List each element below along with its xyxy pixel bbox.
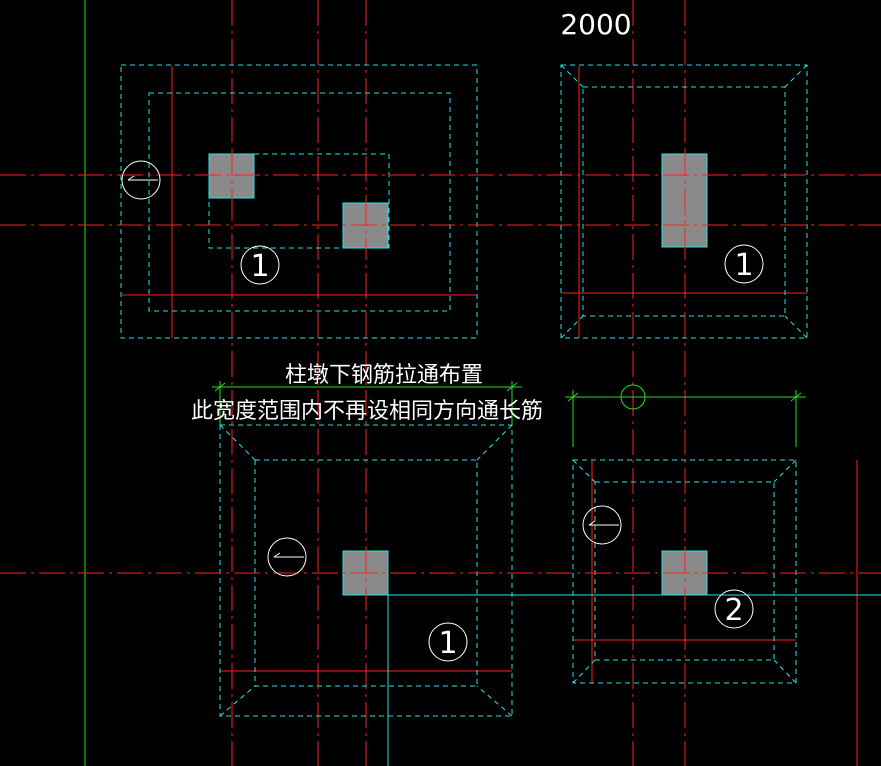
pit-label-circle [714, 589, 754, 629]
pit-c-outer-outline [219, 424, 513, 717]
axis-marker-icon [620, 384, 646, 410]
pit-label-circle [428, 622, 468, 662]
pit-a[interactable] [120, 64, 478, 339]
section-arrow-icon[interactable] [121, 160, 161, 200]
column-axis-overlay [0, 150, 881, 598]
pit-label-circle [240, 245, 280, 285]
section-symbols [121, 160, 622, 577]
pit-label-b: 1 [734, 248, 753, 283]
dimension-text-top: 2000 [560, 8, 631, 41]
section-arrow-icon[interactable] [267, 537, 307, 577]
pit-c-slope-line [219, 685, 256, 717]
dimension-tick [506, 382, 518, 392]
dimension-tick [790, 392, 802, 402]
dimension-lines [212, 381, 806, 447]
pit-label-circle [724, 244, 764, 284]
note-line-1: 柱墩下钢筋拉通布置 [285, 363, 483, 388]
dimension-tick [214, 382, 226, 392]
pit-a-inner-outline [148, 92, 451, 312]
note-line-2: 此宽度范围内不再设相同方向通长筋 [191, 399, 543, 424]
tie-lines [387, 594, 881, 766]
pit-d[interactable] [572, 459, 797, 684]
pit-label-d: 2 [724, 593, 743, 628]
pit-b[interactable] [560, 64, 808, 339]
pit-label-c: 1 [438, 626, 457, 661]
rebar-lines [122, 66, 858, 766]
dimension-tick [567, 392, 579, 402]
section-arrow-icon[interactable] [582, 505, 622, 545]
pit-b-outer-outline [560, 64, 808, 339]
pit-b-inner-outline [582, 86, 786, 317]
pit-d-inner-outline [594, 481, 775, 661]
pit-c-slope-line [476, 685, 513, 717]
pit-label-a: 1 [250, 249, 269, 284]
pit-a-column-group-outline [208, 153, 390, 249]
pit-d-outer-outline [572, 459, 797, 684]
pit-labels: 1 1 1 2 [240, 244, 764, 662]
